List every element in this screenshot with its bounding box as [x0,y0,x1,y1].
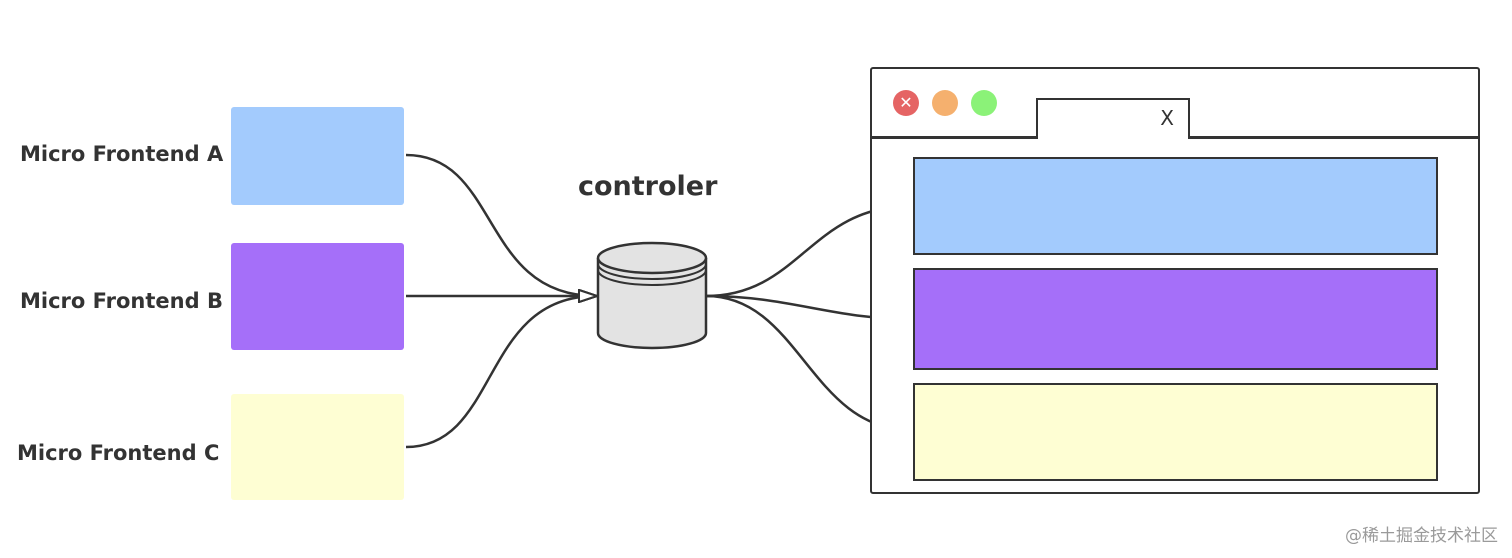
connector-c-to-controller [405,296,596,449]
connector-a-to-controller [405,153,596,296]
close-icon: ✕ [899,93,913,112]
micro-frontend-a-label: Micro Frontend A [20,142,224,166]
micro-frontend-a-box [231,107,404,205]
micro-frontend-c-label: Micro Frontend C [17,441,220,465]
window-close-button[interactable]: ✕ [893,90,919,116]
tab-close-button[interactable]: X [1160,106,1174,130]
database-cylinder-icon [596,241,708,350]
micro-frontend-c-box [231,394,404,500]
micro-frontend-b-label: Micro Frontend B [20,289,223,313]
browser-slot-2 [913,268,1438,370]
controller-label: controler [578,171,718,202]
micro-frontend-b-box [231,243,404,350]
window-minimize-button[interactable] [932,90,958,116]
browser-slot-1 [913,157,1438,255]
browser-slot-3 [913,383,1438,481]
browser-tab[interactable]: X [1036,98,1190,139]
window-maximize-button[interactable] [971,90,997,116]
watermark: @稀土掘金技术社区 [1345,526,1498,546]
